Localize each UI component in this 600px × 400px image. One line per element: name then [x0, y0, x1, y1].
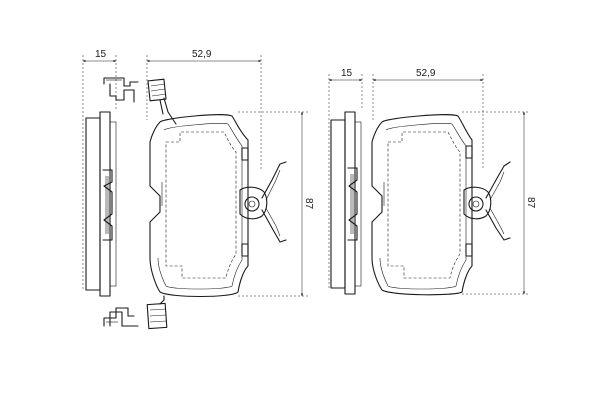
right-thickness-dimension: 15 [328, 68, 363, 290]
right-width-label: 52,9 [416, 68, 436, 79]
right-wear-indicator [463, 161, 511, 241]
left-wear-indicator [239, 161, 287, 243]
left-width-dimension: 52,9 [146, 49, 262, 170]
left-width-label: 52,9 [192, 49, 212, 60]
left-height-label: 87 [303, 198, 314, 210]
left-pad-front-face [149, 114, 249, 298]
left-thickness-label: 15 [95, 49, 107, 60]
left-height-dimension: 87 [238, 111, 314, 297]
right-backing-tabs [465, 145, 473, 257]
right-thickness-label: 15 [341, 68, 353, 79]
left-top-retaining-clip [103, 77, 139, 103]
left-pad-assembly: 15 52,9 87 [82, 49, 314, 330]
right-height-label: 87 [525, 197, 536, 209]
right-pad-front-face [371, 114, 473, 296]
left-top-spring-tab [147, 78, 177, 125]
left-backing-tabs [241, 147, 249, 257]
left-thickness-dimension: 15 [82, 49, 117, 290]
right-height-dimension: 87 [462, 111, 536, 295]
right-pad-side-view [330, 111, 362, 295]
left-bottom-retaining-clip [103, 307, 139, 327]
right-width-dimension: 52,9 [372, 68, 484, 170]
left-bottom-spring-tab [146, 295, 168, 330]
right-pad-assembly: 15 52,9 87 [328, 68, 536, 296]
left-pad-side-view [85, 111, 117, 297]
